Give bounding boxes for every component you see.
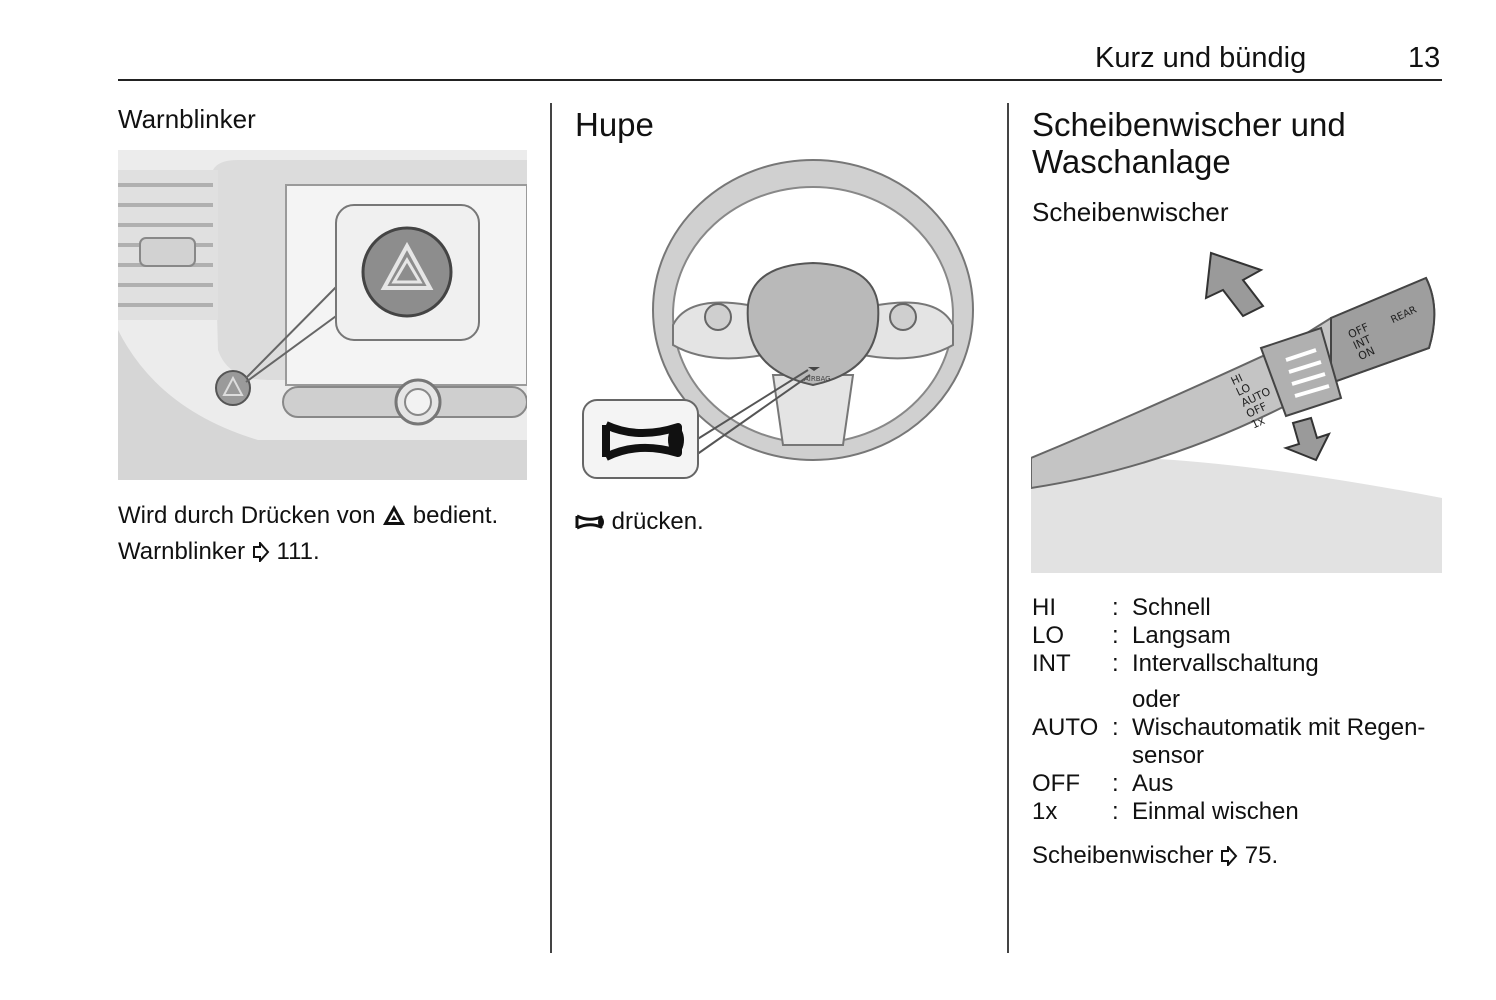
warnblinker-ref-label: Warnblinker: [118, 538, 246, 565]
column-divider-1: [550, 103, 552, 953]
airbag-label: AIRBAG: [804, 375, 831, 383]
legend-row: LO : Langsam: [1032, 622, 1452, 650]
wiper-ref-label: Scheibenwischer: [1032, 842, 1214, 869]
warnblinker-text-before: Wird durch Drücken von: [118, 502, 376, 529]
lever-label-lo: LO: [1234, 381, 1253, 399]
legend-row: HI : Schnell: [1032, 594, 1452, 622]
column-divider-2: [1007, 103, 1009, 953]
horn-icon: [575, 514, 604, 530]
warnblinker-ref-page: 111.: [276, 538, 320, 565]
page-header-title: Kurz und bündig: [1095, 42, 1307, 74]
section-heading-hupe: Hupe: [575, 106, 654, 143]
hazard-button: [215, 370, 251, 406]
legend-row: INT : Intervallschaltung: [1032, 650, 1452, 678]
legend-colon: :: [1112, 714, 1119, 741]
legend-desc: Langsam: [1132, 622, 1231, 649]
legend-key: HI: [1032, 594, 1056, 621]
arrow-up-icon: [1204, 251, 1265, 318]
wiper-lever-illustration: HI LO AUTO OFF 1x OFF INT ON REAR: [1031, 248, 1442, 573]
ring-label-on: ON: [1356, 344, 1377, 363]
legend-desc: Intervallschaltung: [1132, 650, 1319, 677]
wiper-legend: HI : Schnell LO : Langsam INT : Interval…: [1032, 594, 1452, 826]
hupe-text: drücken.: [611, 508, 704, 535]
wiper-ref-page: 75.: [1244, 842, 1279, 869]
lever-label-1x: 1x: [1249, 414, 1267, 432]
horn-callout: [582, 399, 699, 479]
legend-key: INT: [1032, 650, 1071, 677]
page-reference-arrow-icon: [1221, 846, 1238, 866]
section-heading-warnblinker: Warnblinker: [118, 104, 256, 134]
lever-label-hi: HI: [1229, 371, 1245, 388]
legend-colon: :: [1112, 650, 1119, 677]
legend-row: 1x : Einmal wischen: [1032, 798, 1452, 826]
legend-key: AUTO: [1032, 714, 1099, 741]
legend-row: OFF : Aus: [1032, 770, 1452, 798]
legend-colon: :: [1112, 770, 1119, 797]
legend-desc: Wischautomatik mit Regen-sensor: [1132, 714, 1426, 769]
legend-colon: :: [1112, 594, 1119, 621]
legend-desc: Einmal wischen: [1132, 798, 1299, 825]
steering-wheel-illustration: AIRBAG: [582, 159, 974, 479]
hazard-button-callout: [335, 204, 480, 341]
legend-colon: :: [1112, 622, 1119, 649]
air-vent: [118, 170, 218, 320]
legend-key: LO: [1032, 622, 1065, 649]
legend-desc: Schnell: [1132, 594, 1211, 621]
section-heading-wiper: Scheibenwischer und Waschanlage: [1032, 106, 1346, 180]
warnblinker-text-after: bedient.: [412, 502, 499, 529]
legend-colon: :: [1112, 798, 1119, 825]
page-reference-arrow-icon: [252, 542, 270, 562]
legend-row: AUTO : Wischautomatik mit Regen-sensor: [1032, 714, 1452, 770]
warning-triangle-icon: [383, 505, 406, 525]
header-divider: [118, 79, 1442, 81]
arrow-down-icon: [1282, 416, 1331, 462]
page-number: 13: [1408, 42, 1441, 74]
media-control-strip: [282, 378, 527, 426]
legend-key: 1x: [1032, 798, 1058, 825]
legend-key: OFF: [1032, 770, 1080, 797]
subsection-heading-scheibenwischer: Scheibenwischer: [1032, 197, 1229, 227]
hazard-switch-illustration: [118, 150, 527, 480]
legend-desc: Aus: [1132, 770, 1174, 797]
legend-sub: oder: [1132, 686, 1181, 713]
